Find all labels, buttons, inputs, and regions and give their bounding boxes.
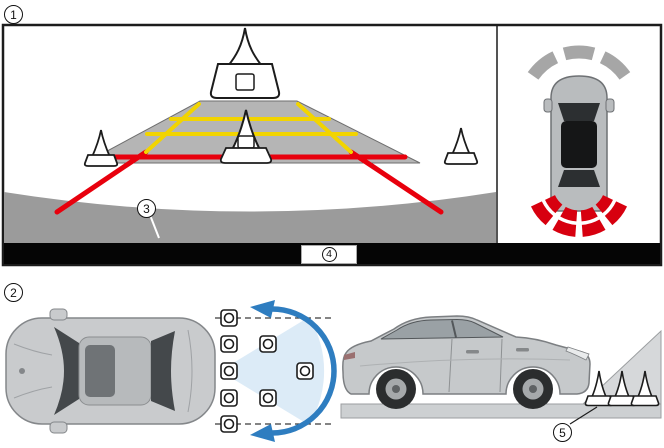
callout-5-leader bbox=[569, 406, 598, 425]
side-view-scene bbox=[340, 315, 662, 425]
callout-3-leader bbox=[149, 214, 160, 239]
callout-4-box: 4 bbox=[301, 245, 357, 264]
callout-5-label: 5 bbox=[559, 425, 566, 440]
callout-1-label: 1 bbox=[10, 7, 17, 22]
traffic-cone-left-icon bbox=[83, 129, 119, 167]
camera-display-panel bbox=[1, 23, 663, 267]
sensor-marker-icon bbox=[259, 335, 277, 353]
vehicle-top-view-icon bbox=[543, 75, 615, 212]
left-guide-line-yellow bbox=[144, 102, 201, 154]
callout-3: 3 bbox=[137, 199, 156, 218]
sensor-range-diagram bbox=[5, 300, 337, 442]
rear-camera-view bbox=[4, 27, 496, 243]
sensor-marker-icon bbox=[220, 362, 238, 380]
traffic-cone-far-icon bbox=[209, 27, 281, 99]
callout-3-label: 3 bbox=[143, 201, 150, 216]
vehicle-top-view-large bbox=[5, 308, 216, 434]
front-sensor-arcs bbox=[527, 45, 631, 80]
sensor-marker-icon bbox=[220, 309, 238, 327]
ground-area bbox=[4, 192, 496, 243]
sensor-marker-icon bbox=[220, 389, 238, 407]
callout-4: 4 bbox=[321, 247, 337, 262]
right-guide-line-yellow bbox=[296, 102, 353, 154]
traffic-cone-near-icon bbox=[219, 109, 273, 164]
sensor-marker-icon bbox=[296, 362, 314, 380]
callout-1: 1 bbox=[4, 5, 23, 24]
ground-strip bbox=[340, 403, 662, 419]
sensor-marker-icon bbox=[220, 415, 238, 433]
callout-4-label: 4 bbox=[326, 248, 332, 261]
sensor-marker-icon bbox=[259, 389, 277, 407]
left-guide-line-red bbox=[54, 149, 149, 215]
callout-5: 5 bbox=[553, 423, 572, 442]
callout-2: 2 bbox=[4, 283, 23, 302]
sensor-marker-icon bbox=[220, 335, 238, 353]
callout-2-label: 2 bbox=[10, 285, 17, 300]
rear-sensor-arcs bbox=[530, 194, 628, 237]
parking-sensor-display bbox=[527, 45, 631, 237]
sensor-marker-grid bbox=[220, 309, 314, 433]
vehicle-side-view-icon bbox=[342, 315, 591, 409]
detection-zone-sector bbox=[220, 317, 325, 425]
traffic-cone-right-icon bbox=[443, 127, 479, 165]
sweep-arrow-icon bbox=[250, 300, 337, 442]
right-guide-line-red bbox=[348, 149, 444, 215]
